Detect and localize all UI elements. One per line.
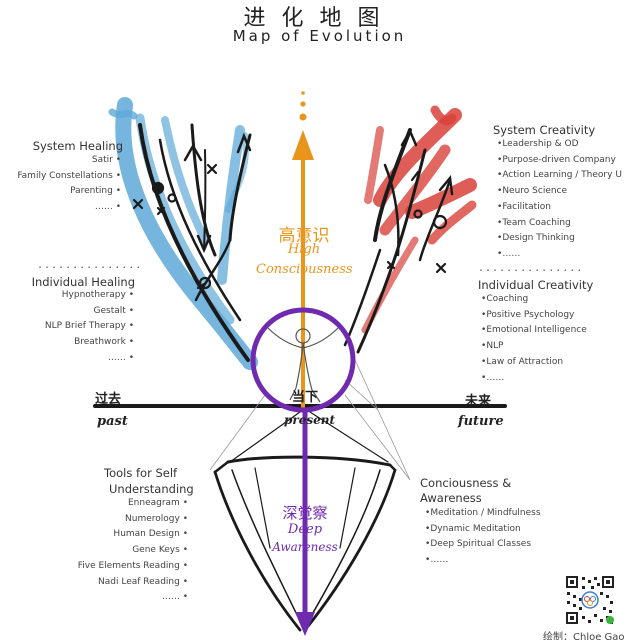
past-label: past bbox=[97, 414, 128, 429]
list-item: Hypnotherapy bbox=[45, 288, 134, 304]
past-label-cn: 过去 bbox=[95, 392, 122, 407]
list-item: Neuro Science bbox=[497, 184, 622, 200]
ink-strokes bbox=[138, 123, 452, 362]
individual-healing-heading: Individual Healing bbox=[31, 275, 135, 289]
list-item: …… bbox=[497, 247, 622, 263]
list-item: Parenting bbox=[17, 184, 121, 200]
list-item: Leadership & OD bbox=[497, 137, 622, 153]
tools-heading-line2: Understanding bbox=[109, 482, 194, 496]
list-item: …… bbox=[78, 590, 188, 606]
figure-icon bbox=[267, 327, 339, 403]
present-label-cn: 当下 bbox=[292, 390, 319, 405]
author-credit: 绘制：Chloe Gao bbox=[543, 632, 625, 640]
list-item: Action Learning / Theory U bbox=[497, 168, 622, 184]
list-item: Gene Keys bbox=[78, 543, 188, 559]
list-item: Numerology bbox=[78, 512, 188, 528]
tools-list: Enneagram Numerology Human Design Gene K… bbox=[78, 496, 188, 606]
deep-awareness-line1: Deep bbox=[287, 522, 323, 537]
list-item: Human Design bbox=[78, 527, 188, 543]
list-item: Dynamic Meditation bbox=[425, 522, 541, 538]
system-creativity-heading: System Creativity bbox=[493, 123, 596, 137]
up-arrow-icon bbox=[292, 91, 314, 408]
divider-dots: ............... bbox=[37, 260, 143, 271]
list-item: …… bbox=[17, 200, 121, 216]
sketch-lines bbox=[209, 359, 411, 481]
down-arrow-icon bbox=[295, 408, 315, 636]
list-item: Family Constellations bbox=[17, 169, 121, 185]
individual-healing-list: Hypnotherapy Gestalt NLP Brief Therapy B… bbox=[45, 288, 134, 367]
list-item: NLP Brief Therapy bbox=[45, 319, 134, 335]
list-item: NLP bbox=[481, 339, 587, 355]
title-english: Map of Evolution bbox=[232, 27, 407, 45]
list-item: …… bbox=[425, 553, 541, 569]
future-label: future bbox=[458, 414, 504, 429]
list-item: …… bbox=[481, 371, 587, 387]
high-consciousness-line1: High bbox=[287, 242, 321, 257]
down-arrow-icon bbox=[183, 128, 454, 254]
list-item: Coaching bbox=[481, 292, 587, 308]
divider-dots: ............... bbox=[478, 263, 584, 274]
list-item: Purpose-driven Company bbox=[497, 153, 622, 169]
system-healing-heading: System Healing bbox=[32, 139, 123, 153]
individual-creativity-list: Coaching Positive Psychology Emotional I… bbox=[481, 292, 587, 387]
present-label: present bbox=[284, 413, 336, 427]
diamond-shape bbox=[213, 411, 397, 632]
individual-creativity-heading: Individual Creativity bbox=[478, 278, 594, 292]
title-chinese: 进化地图 bbox=[243, 6, 396, 31]
list-item: Team Coaching bbox=[497, 216, 622, 232]
list-item: Five Elements Reading bbox=[78, 559, 188, 575]
future-label-cn: 未来 bbox=[465, 394, 492, 409]
list-item: Breathwork bbox=[45, 335, 134, 351]
consciousness-heading-line1: Conciousness & bbox=[420, 476, 512, 490]
system-creativity-list: Leadership & OD Purpose-driven Company A… bbox=[497, 137, 622, 263]
consciousness-heading-line2: Awareness bbox=[420, 491, 482, 505]
list-item: Emotional Intelligence bbox=[481, 323, 586, 339]
list-item: Law of Attraction bbox=[481, 355, 587, 371]
deep-awareness-cn: 深觉察 bbox=[282, 504, 328, 522]
list-item: Satir bbox=[17, 153, 121, 169]
ink-marks bbox=[132, 163, 448, 290]
list-item: Nadi Leaf Reading bbox=[78, 575, 188, 591]
list-item: Deep Spiritual Classes bbox=[425, 537, 541, 553]
list-item: Enneagram bbox=[78, 496, 188, 512]
consciousness-list: Meditation / Mindfulness Dynamic Meditat… bbox=[425, 506, 541, 569]
system-healing-list: Satir Family Constellations Parenting …… bbox=[17, 153, 121, 216]
list-item: Meditation / Mindfulness bbox=[425, 506, 540, 522]
list-item: Design Thinking bbox=[497, 231, 622, 247]
high-consciousness-line2: Consciousness bbox=[256, 262, 353, 277]
list-item: Positive Psychology bbox=[481, 308, 587, 324]
list-item: Gestalt bbox=[45, 304, 134, 320]
deep-awareness-line2: Awareness bbox=[272, 540, 338, 554]
high-consciousness-cn: 高意识 bbox=[278, 226, 330, 246]
list-item: …… bbox=[45, 351, 134, 367]
tools-heading-line1: Tools for Self bbox=[104, 466, 178, 480]
list-item: Facilitation bbox=[497, 200, 622, 216]
qr-code-icon bbox=[564, 574, 616, 626]
